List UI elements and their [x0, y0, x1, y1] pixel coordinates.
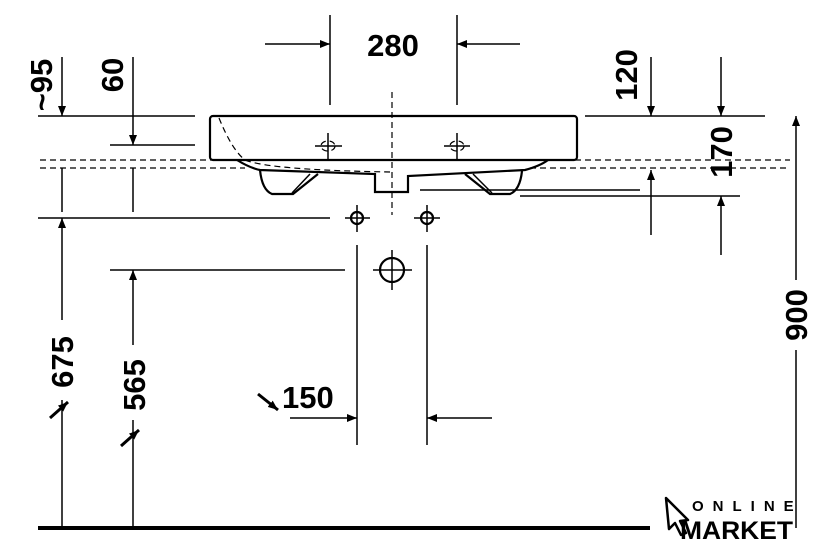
- dimension-150: 150: [257, 380, 492, 422]
- dimension-120: 120: [585, 49, 765, 117]
- dimension-675: 675: [45, 218, 80, 528]
- cursor-icon: [664, 496, 690, 537]
- dimension-95: ~95: [24, 57, 195, 117]
- dim-675-label: 675: [45, 336, 80, 388]
- dimension-280: 280: [265, 15, 520, 105]
- dim-120-label: 120: [609, 49, 644, 101]
- washbasin: [208, 114, 579, 196]
- supply-connections: [38, 205, 440, 445]
- dimension-900: 900: [779, 116, 814, 528]
- dim-60-label: 60: [95, 58, 130, 92]
- dim-150-label: 150: [282, 380, 334, 415]
- logo-line2: MARKET: [680, 517, 793, 545]
- dim-95-label: ~95: [24, 59, 59, 112]
- dim-170-label: 170: [704, 126, 739, 178]
- dim-280-label: 280: [367, 28, 419, 63]
- dimension-60: 60: [61, 57, 195, 212]
- logo-line1: ONLINE: [692, 498, 803, 515]
- dim-565-label: 565: [117, 359, 152, 411]
- dimension-565: 565: [116, 270, 152, 528]
- dimension-170: 170: [420, 126, 740, 255]
- online-market-logo: ONLINE MARKET: [664, 496, 803, 545]
- dim-900-label: 900: [779, 289, 814, 341]
